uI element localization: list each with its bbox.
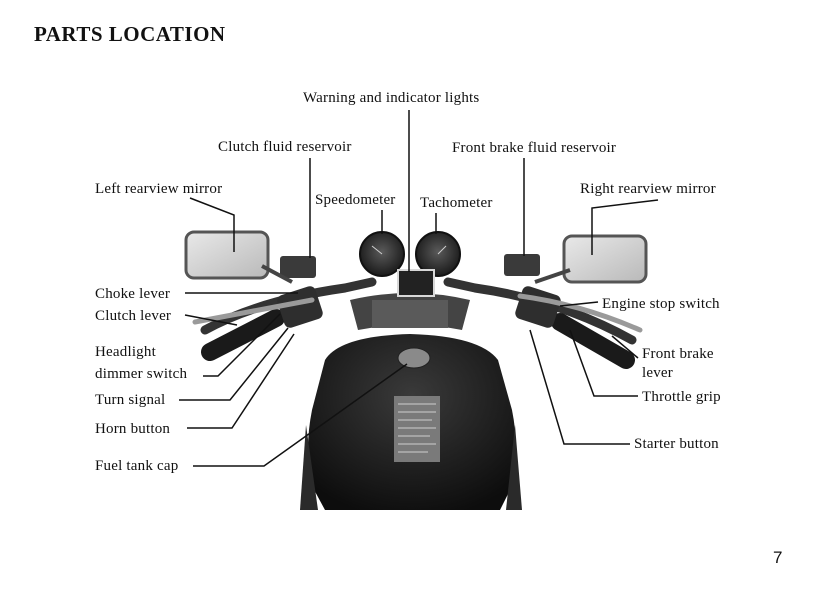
fuel-cap: [397, 347, 431, 369]
headlight-nacelle: [372, 300, 448, 328]
label-clutch-fluid-reservoir: Clutch fluid reservoir: [218, 139, 352, 155]
left-grip: [201, 309, 285, 361]
label-left-rearview-mirror: Left rearview mirror: [95, 181, 223, 197]
lower-frame-right: [506, 425, 522, 510]
label-clutch-lever: Clutch lever: [95, 308, 172, 324]
label-front-brake-fluid-reservoir: Front brake fluid reservoir: [452, 140, 617, 156]
label-speedometer: Speedometer: [315, 192, 396, 208]
page-number: 7: [773, 548, 783, 567]
left-switch-housing: [277, 286, 323, 328]
right-mirror: [562, 234, 648, 284]
label-tachometer: Tachometer: [420, 195, 493, 211]
label-front-brake-lever-line2: lever: [642, 365, 673, 381]
label-engine-stop-switch: Engine stop switch: [602, 296, 720, 312]
page-title: PARTS LOCATION: [34, 22, 226, 46]
lower-frame: [300, 425, 318, 510]
label-right-rearview-mirror: Right rearview mirror: [580, 181, 716, 197]
tank-label-plate: [394, 396, 440, 462]
handlebar-left: [200, 277, 377, 335]
label-warning-indicator-lights: Warning and indicator lights: [303, 90, 480, 106]
label-headlight-dimmer-switch-line2: dimmer switch: [95, 366, 188, 382]
right-grip: [551, 313, 635, 369]
label-headlight-dimmer-switch-line1: Headlight: [95, 344, 156, 360]
label-throttle-grip: Throttle grip: [642, 389, 721, 405]
left-mirror: [184, 230, 270, 280]
label-horn-button: Horn button: [95, 421, 171, 437]
brake-reservoir: [504, 254, 540, 276]
label-choke-lever: Choke lever: [95, 286, 171, 302]
indicator-panel: [397, 269, 435, 297]
brake-lever-shape: [517, 293, 643, 333]
label-starter-button: Starter button: [634, 436, 719, 452]
label-fuel-tank-cap: Fuel tank cap: [95, 458, 179, 474]
label-turn-signal: Turn signal: [95, 392, 166, 408]
clutch-reservoir: [280, 256, 316, 278]
label-front-brake-lever-line1: Front brake: [642, 346, 714, 362]
